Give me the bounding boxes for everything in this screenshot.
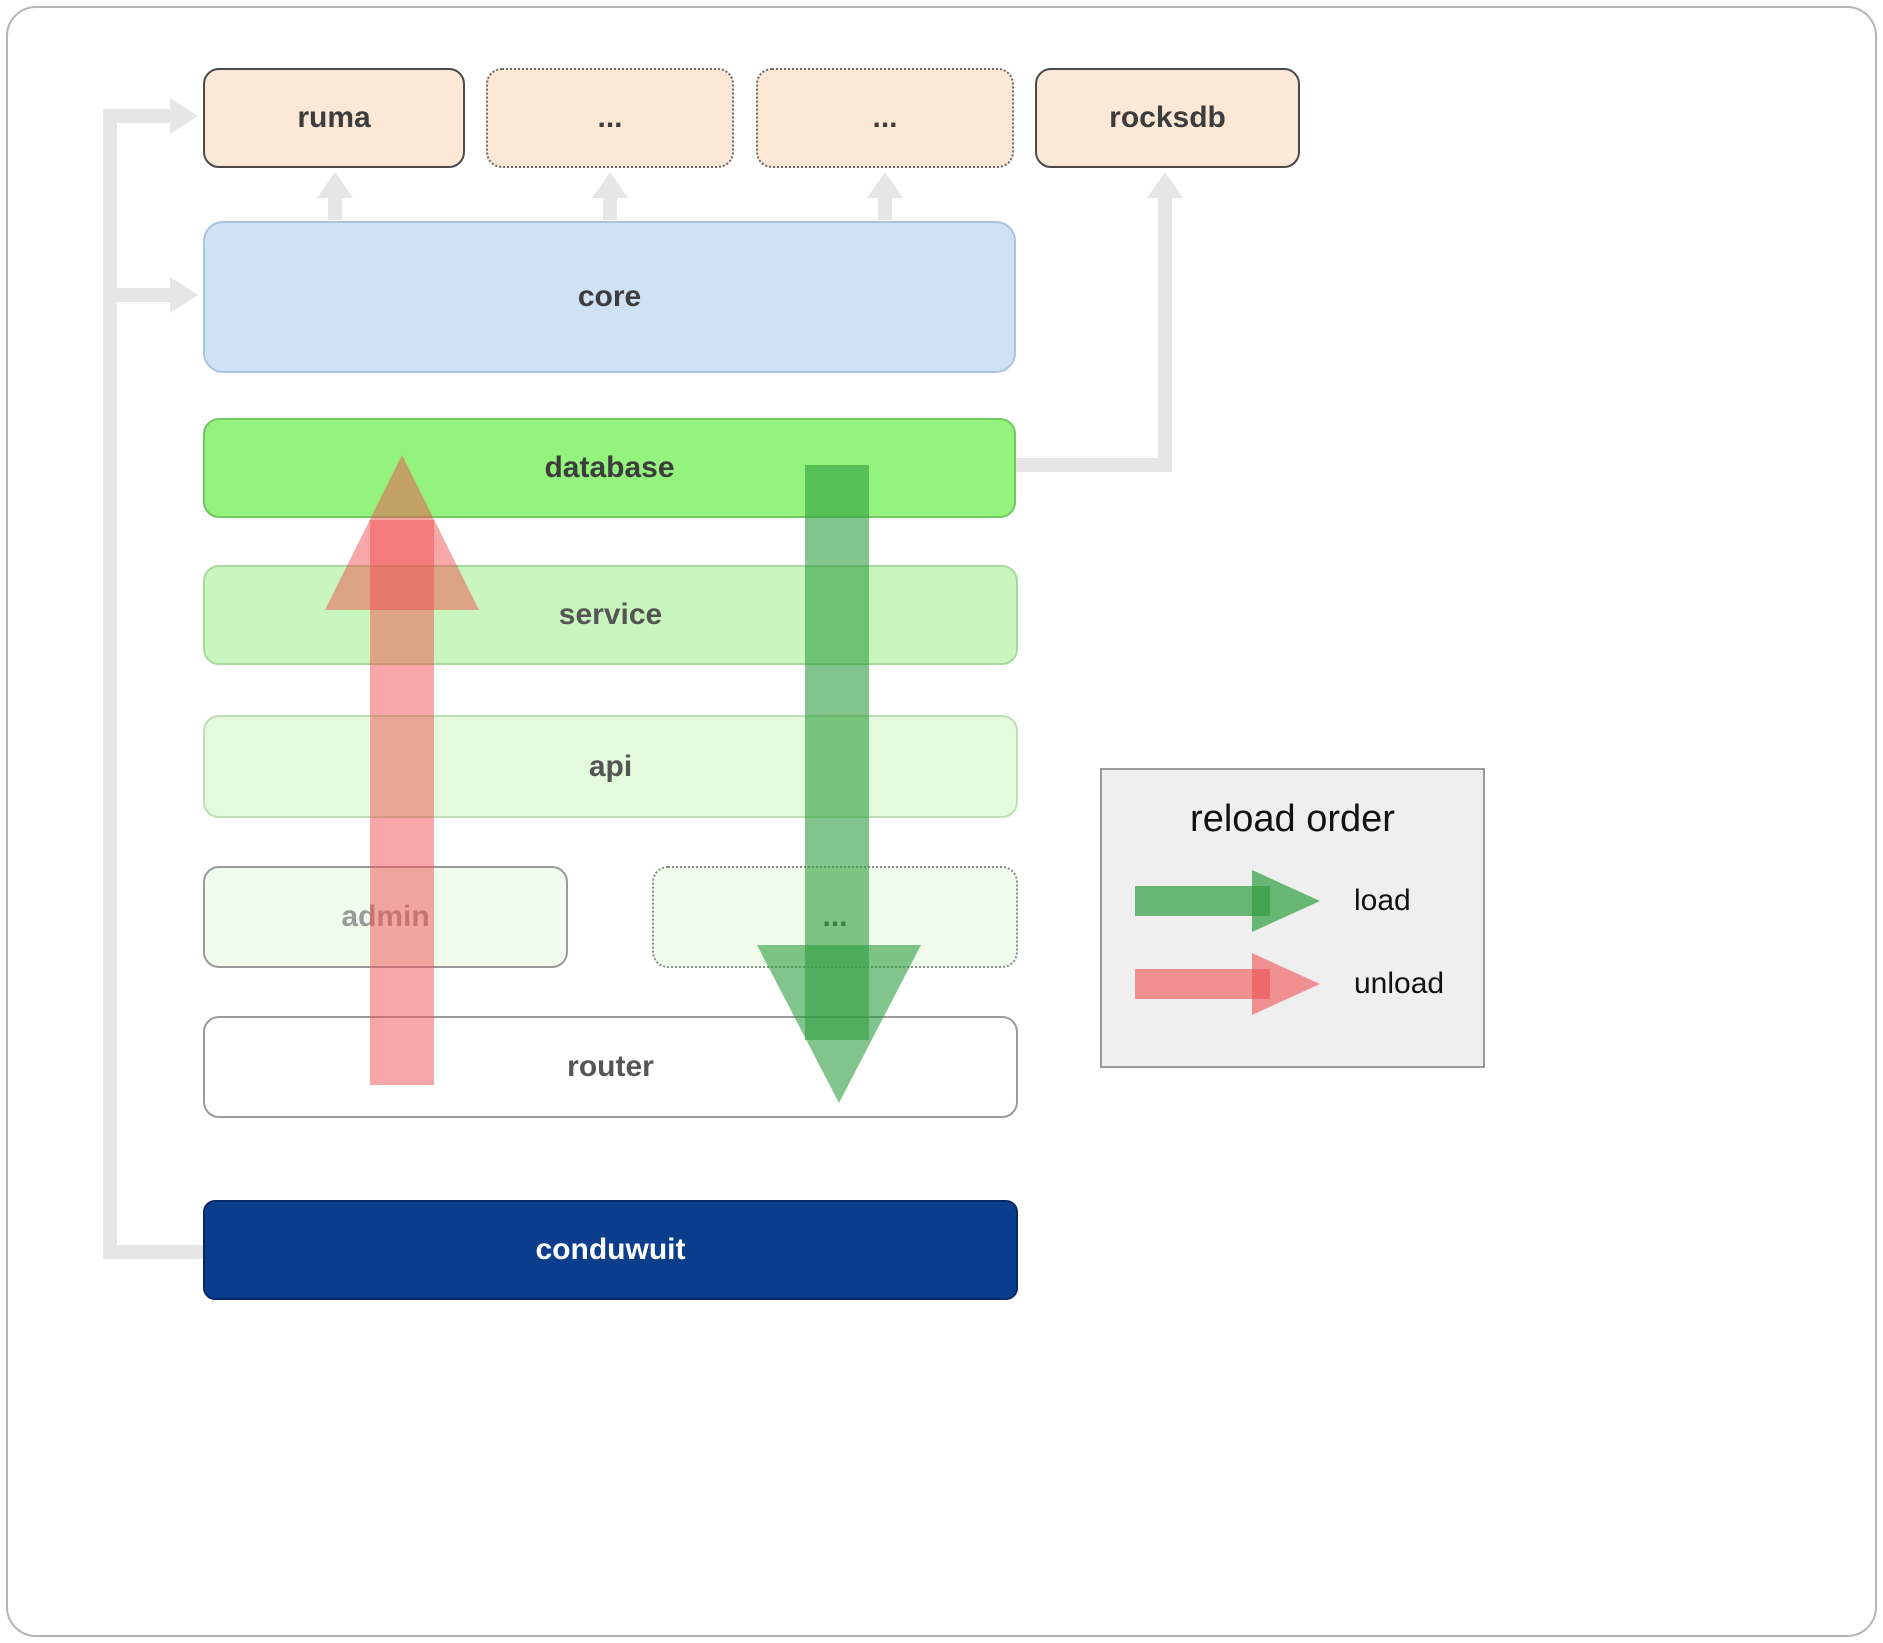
box-ruma-label: ruma xyxy=(297,101,371,134)
layer-ellipsis: ... xyxy=(652,866,1018,968)
box-ellipsis-2: ... xyxy=(756,68,1014,168)
layer-router: router xyxy=(203,1016,1018,1118)
box-rocksdb-label: rocksdb xyxy=(1109,101,1226,134)
layer-conduwuit: conduwuit xyxy=(203,1200,1018,1300)
legend-box: reload order load unload xyxy=(1100,768,1485,1068)
layer-api: api xyxy=(203,715,1018,818)
layer-api-label: api xyxy=(588,749,633,783)
layer-service: service xyxy=(203,565,1018,665)
legend-unload-label: unload xyxy=(1354,967,1445,1000)
layer-service-label: service xyxy=(558,598,663,631)
layer-database: database xyxy=(203,418,1016,518)
layer-conduwuit-label: conduwuit xyxy=(535,1233,686,1266)
layer-router-label: router xyxy=(567,1050,654,1083)
layer-core: core xyxy=(203,221,1016,373)
box-ellipsis-1: ... xyxy=(486,68,734,168)
box-rocksdb: rocksdb xyxy=(1035,68,1300,168)
legend-title: reload order xyxy=(1190,798,1395,840)
box-ruma: ruma xyxy=(203,68,465,168)
layer-admin: admin xyxy=(203,866,568,968)
box-ellipsis-2-label: ... xyxy=(872,101,898,134)
layer-database-label: database xyxy=(544,451,675,484)
box-ellipsis-1-label: ... xyxy=(597,101,623,134)
layer-core-label: core xyxy=(577,280,642,313)
layer-admin-label: admin xyxy=(341,900,430,933)
legend-load-label: load xyxy=(1354,884,1411,917)
diagram-frame xyxy=(6,6,1877,1637)
layer-ellipsis-label: ... xyxy=(822,900,848,933)
